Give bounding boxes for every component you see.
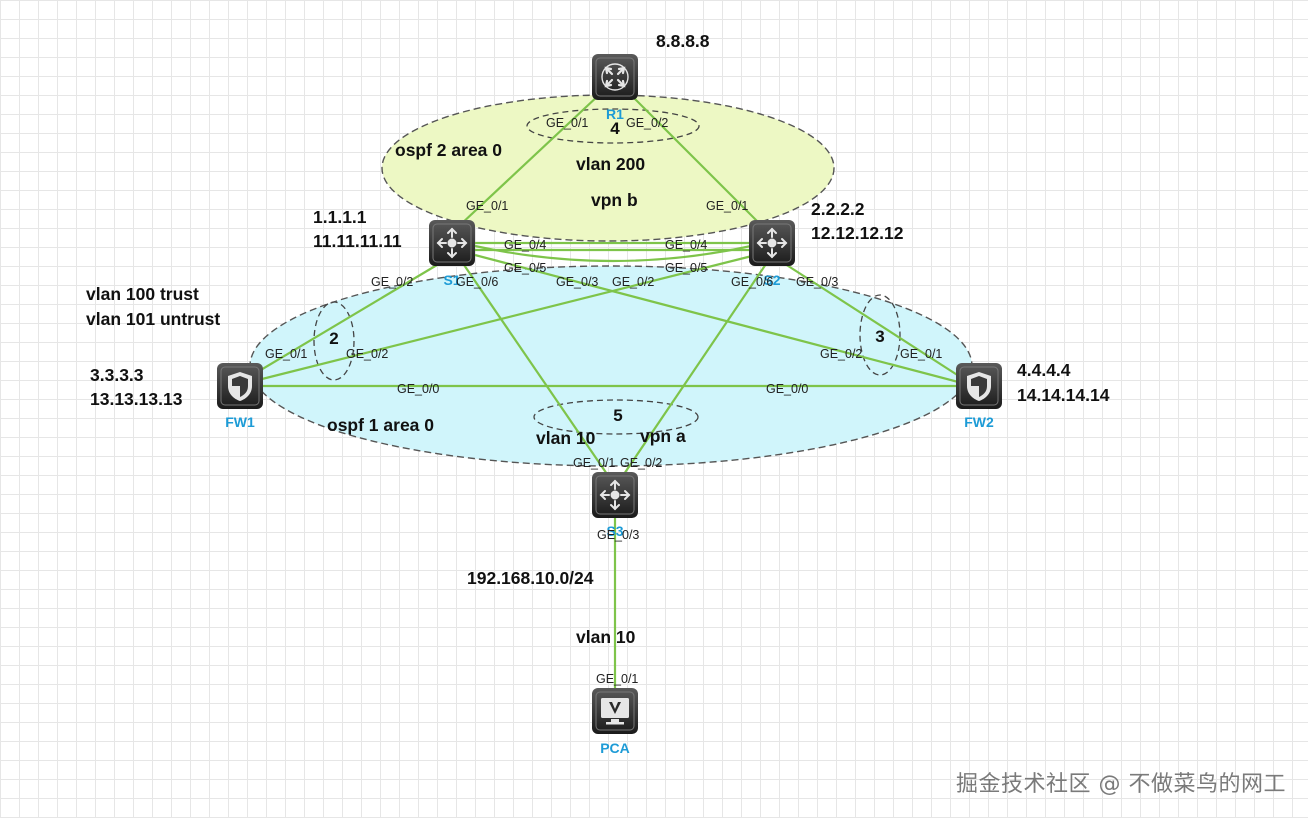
port-s1-ge05: GE_0/5	[504, 261, 546, 275]
address-fw2-line2: 14.14.14.14	[1017, 385, 1110, 405]
port-r1-right: GE_0/2	[626, 116, 668, 130]
link-s2-fw1	[257, 254, 753, 382]
group-number-4: 4	[610, 119, 620, 138]
device-label-s3: S3	[606, 523, 623, 539]
watermark: 掘金技术社区 @ 不做菜鸟的网工	[956, 772, 1286, 797]
port-s2-ge04: GE_0/4	[665, 238, 707, 252]
port-fw2-ge00: GE_0/0	[766, 382, 808, 396]
firewall-icon	[228, 372, 252, 401]
group-number-5: 5	[613, 406, 622, 425]
port-fw1-ge02: GE_0/2	[346, 347, 388, 361]
link-group-2-oval	[313, 301, 355, 381]
ospf1-zone	[249, 265, 973, 467]
port-s2-up: GE_0/1	[706, 199, 748, 213]
port-s1-ge02: GE_0/2	[371, 275, 413, 289]
port-fw2-ge02: GE_0/2	[820, 347, 862, 361]
pc-monitor-icon	[601, 698, 629, 725]
switch-s3[interactable]	[592, 472, 638, 518]
device-label-pca: PCA	[600, 740, 630, 756]
port-pca-ge01: GE_0/1	[596, 672, 638, 686]
group-number-2: 2	[329, 329, 338, 348]
address-r1: 8.8.8.8	[656, 31, 710, 51]
top-vpn-label: vpn b	[591, 190, 638, 210]
pc-pca[interactable]	[592, 688, 638, 734]
device-label-fw1: FW1	[225, 414, 255, 430]
link-s1-fw1	[253, 261, 443, 375]
layer3-switch-icon	[756, 227, 788, 259]
firewall-icon	[967, 372, 991, 401]
address-s2-line1: 2.2.2.2	[811, 199, 865, 219]
port-s1-up: GE_0/1	[466, 199, 508, 213]
address-fw1-line2: 13.13.13.13	[90, 389, 183, 409]
port-s1-ge04: GE_0/4	[504, 238, 546, 252]
device-label-r1: R1	[606, 106, 624, 122]
links	[253, 93, 963, 690]
link-s1-s2-ge05	[474, 244, 752, 263]
port-s2-ge03: GE_0/3	[796, 275, 838, 289]
link-group-3-oval	[859, 294, 901, 376]
address-fw2-line1: 4.4.4.4	[1017, 360, 1071, 380]
address-fw1-line1: 3.3.3.3	[90, 365, 144, 385]
left-vlans-line1: vlan 100 trust	[86, 284, 199, 304]
link-r1-s1	[458, 93, 601, 227]
port-s1-ge06: GE_0/6	[456, 275, 498, 289]
layer3-switch-icon	[436, 227, 468, 259]
link-group-5-oval	[533, 399, 699, 435]
port-s1-ge03: GE_0/3	[556, 275, 598, 289]
firewall-fw1[interactable]	[217, 363, 263, 409]
s3-vpn-label: vpn a	[640, 426, 686, 446]
link-s1-fw2	[474, 253, 963, 385]
switch-s1[interactable]	[429, 220, 475, 266]
device-label-s2: S2	[763, 272, 780, 288]
switch-s2[interactable]	[749, 220, 795, 266]
address-s1-line2: 11.11.11.11	[313, 231, 402, 251]
link-group-4-oval	[526, 108, 700, 144]
port-s2-ge02: GE_0/2	[612, 275, 654, 289]
pc-vlan-label: vlan 10	[576, 627, 636, 647]
s3-vlan-label: vlan 10	[536, 428, 596, 448]
layer3-switch-icon	[599, 479, 631, 511]
link-s1-s3	[461, 261, 610, 478]
group-number-3: 3	[875, 327, 884, 346]
firewall-fw2[interactable]	[956, 363, 1002, 409]
device-label-s1: S1	[443, 272, 460, 288]
link-s2-s3	[621, 263, 767, 478]
address-s1-line1: 1.1.1.1	[313, 207, 367, 227]
port-s3-ge03: GE_0/3	[597, 528, 639, 542]
device-label-fw2: FW2	[964, 414, 994, 430]
port-s2-ge05: GE_0/5	[665, 261, 707, 275]
top-ospf-label: ospf 2 area 0	[395, 140, 502, 160]
top-vlan-label: vlan 200	[576, 154, 645, 174]
port-fw1-ge01: GE_0/1	[265, 347, 307, 361]
port-fw1-ge00: GE_0/0	[397, 382, 439, 396]
router-icon	[601, 63, 629, 91]
port-fw2-ge01: GE_0/1	[900, 347, 942, 361]
port-s3-ge02: GE_0/2	[620, 456, 662, 470]
address-s2-line2: 12.12.12.12	[811, 223, 904, 243]
subnet-label: 192.168.10.0/24	[467, 568, 594, 588]
link-r1-s2	[629, 93, 765, 229]
router-r1[interactable]	[592, 54, 638, 100]
bottom-ospf-label: ospf 1 area 0	[327, 415, 434, 435]
port-r1-left: GE_0/1	[546, 116, 588, 130]
port-s2-ge06: GE_0/6	[731, 275, 773, 289]
left-vlans-line2: vlan 101 untrust	[86, 309, 220, 329]
link-s2-fw2	[781, 261, 963, 379]
port-s3-ge01: GE_0/1	[573, 456, 615, 470]
